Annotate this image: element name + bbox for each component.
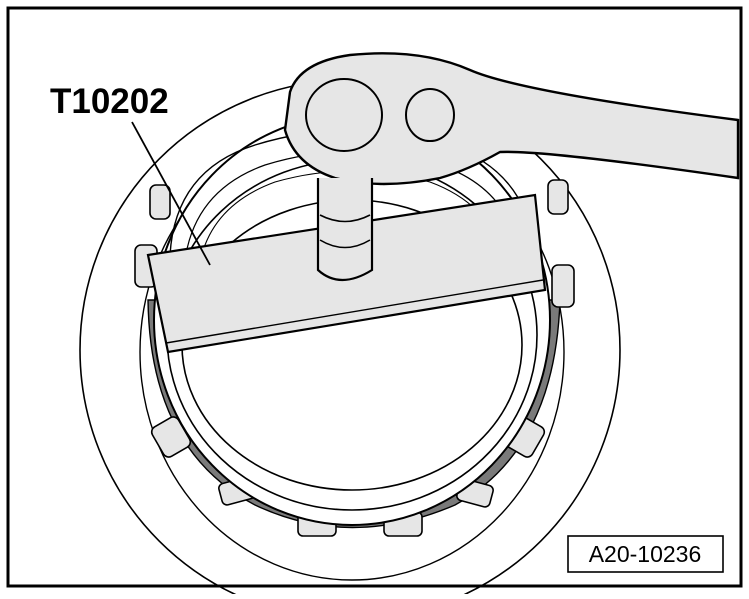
- figure-id-text: A20-10236: [589, 541, 702, 567]
- ratchet-wrench: [283, 52, 740, 282]
- figure-id-box: [567, 535, 724, 573]
- ratchet-head-circle-large: [305, 78, 383, 152]
- tool-callout-label: T10202: [50, 82, 169, 121]
- ratchet-head-circle-small: [405, 88, 455, 142]
- callout-leader-line: [131, 121, 211, 266]
